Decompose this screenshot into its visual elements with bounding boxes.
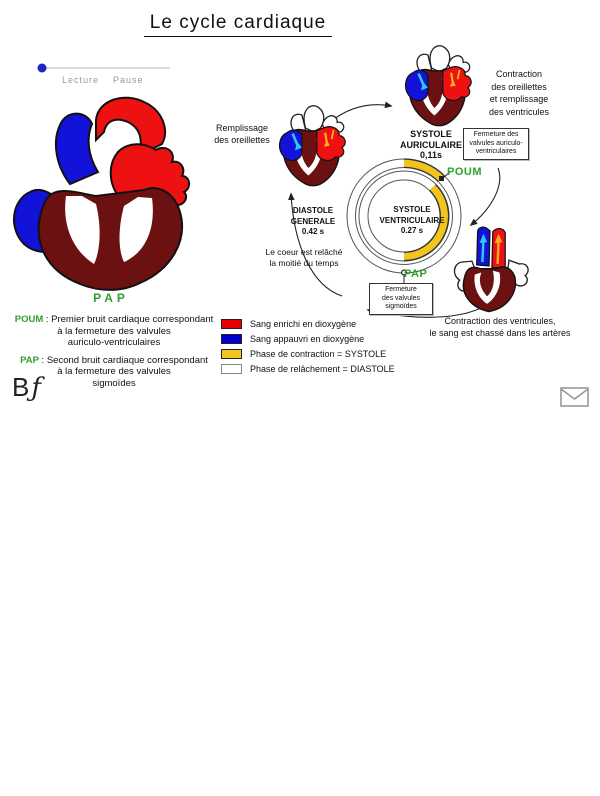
- note-fermeture-sigmoides: Fermeture des valvules sigmoïdes: [369, 283, 433, 315]
- poum-term: POUM: [14, 314, 44, 325]
- label-systole-ventriculaire: SYSTOLE VENTRICULAIRE 0.27 s: [379, 205, 445, 235]
- pause-button[interactable]: Pause: [113, 75, 144, 85]
- label-contraction-ventricules: Contraction des ventricules, le sang est…: [429, 316, 571, 338]
- label-contraction-oreillettes: Contraction des oreillettes et remplissa…: [488, 69, 550, 117]
- heart-sound-label: PAP: [93, 291, 129, 305]
- pap-definition: PAP : Second bruit cardiaque corresponda…: [20, 354, 208, 389]
- page-title-wrap: Le cycle cardiaque: [0, 12, 476, 37]
- lecture-button[interactable]: Lecture: [62, 75, 100, 85]
- poum-definition: POUM : Premier bruit cardiaque correspon…: [14, 314, 214, 348]
- player-controls: Lecture Pause: [62, 75, 158, 85]
- slider-handle[interactable]: [37, 63, 47, 73]
- mail-icon[interactable]: [560, 387, 589, 407]
- red-swatch: [221, 318, 242, 329]
- label-pap: PAP: [404, 268, 428, 280]
- pap-marker: [401, 269, 408, 276]
- heart-filling: [278, 104, 347, 188]
- blue-swatch: [221, 333, 242, 344]
- poum-marker: [439, 176, 444, 181]
- main-heart-illustration: [12, 96, 190, 291]
- heart-atrial-systole: [404, 44, 473, 128]
- label-poum: POUM: [447, 166, 482, 178]
- yellow-swatch: [221, 348, 242, 359]
- legend-item-systole: Phase de contraction = SYSTOLE: [221, 346, 395, 361]
- legend-item-sang-enrichi: Sang enrichi en dioxygène: [221, 316, 395, 331]
- note-fermeture-av: Fermeture des valvules auriculo- ventric…: [463, 128, 529, 160]
- white-swatch: [221, 364, 242, 375]
- label-diastole-generale: DIASTOLE GENERALE 0.42 s: [290, 206, 336, 236]
- label-coeur-relache: Le coeur est relâché la moitié du temps: [265, 247, 343, 268]
- legend-item-sang-appauvri: Sang appauvri en dioxygène: [221, 331, 395, 346]
- systole-ventriculaire-arc: [403, 184, 448, 260]
- arrow-to-ventricular-systole: [469, 167, 501, 227]
- pap-term: PAP: [20, 354, 39, 366]
- label-systole-auriculaire: SYSTOLE AURICULAIRE 0,11s: [400, 129, 462, 160]
- definitions-block: POUM : Premier bruit cardiaque correspon…: [2, 314, 226, 395]
- page-title: Le cycle cardiaque: [143, 12, 333, 37]
- legend-item-diastole: Phase de relâchement = DIASTOLE: [221, 362, 395, 377]
- biologie-flash-logo[interactable]: Bƒ: [12, 372, 41, 403]
- timeline-slider[interactable]: [37, 63, 171, 73]
- heart-ventricular-systole: [453, 225, 530, 313]
- arrow-to-filling: [288, 192, 343, 297]
- label-remplissage-oreillettes: Remplissage des oreillettes: [214, 123, 270, 145]
- arrow-to-atrial-systole: [329, 101, 393, 123]
- legend: Sang enrichi en dioxygène Sang appauvri …: [221, 316, 395, 377]
- cycle-ring: [346, 158, 462, 284]
